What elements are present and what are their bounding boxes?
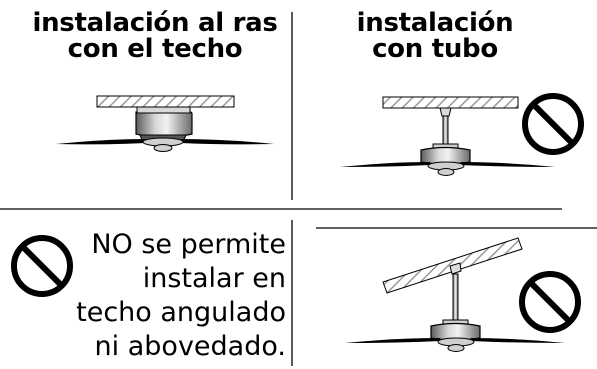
ceiling-hatch: [382, 96, 519, 109]
angled-ceiling-fan: [345, 237, 565, 352]
warning-line2: instalar en: [142, 263, 286, 294]
flush-mount-heading: instalación al ras con el techo: [20, 10, 290, 62]
downrod-mount-heading-line1: instalación: [356, 8, 514, 38]
flush-mount-fan: [56, 95, 274, 152]
prohibition-icon: [519, 271, 581, 333]
downrod-mount-heading-line2: con tubo: [372, 34, 498, 64]
warning-line1: NO se permite: [91, 229, 286, 260]
ceiling-hatch: [96, 95, 235, 108]
prohibition-icon: [11, 235, 73, 297]
downrod-mount-heading: instalación con tubo: [330, 10, 540, 62]
flush-mount-heading-line2: con el techo: [67, 34, 243, 64]
prohibition-icon: [522, 93, 584, 155]
flush-mount-heading-line1: instalación al ras: [32, 8, 278, 38]
warning-line3: techo angulado: [76, 297, 286, 328]
warning-line4: ni abovedado.: [94, 331, 286, 362]
angled-ceiling-warning: NO se permite instalar en techo angulado…: [76, 228, 286, 364]
downrod-mount-fan: [340, 96, 555, 176]
